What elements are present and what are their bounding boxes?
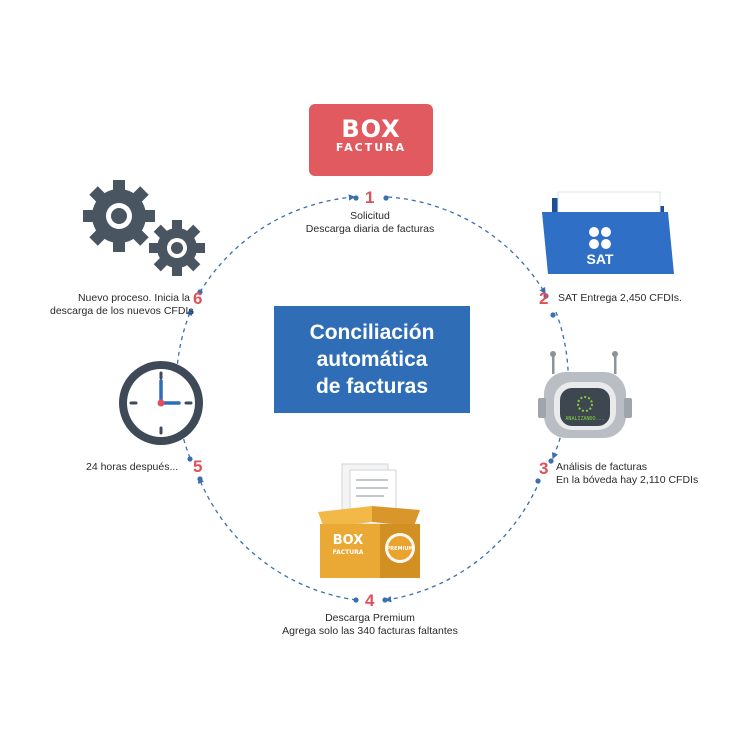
arrow-3-to-4 xyxy=(384,479,541,603)
step-1-line-1: Solicitud xyxy=(350,210,390,222)
arrow-1-to-2 xyxy=(387,196,546,295)
step-1-label: Solicitud Descarga diaria de facturas xyxy=(270,210,470,236)
step-6-number: 6 xyxy=(193,289,203,308)
premium-box-logo-bottom: FACTURA xyxy=(333,549,364,556)
center-title-line-2: automática xyxy=(316,348,428,371)
step-3-line-2: En la bóveda hay 2,110 CFDIs xyxy=(556,474,699,486)
step-3-label: Análisis de facturas En la bóveda hay 2,… xyxy=(556,461,698,487)
step-2-number: 2 xyxy=(539,289,549,308)
step-5-line-1: 24 horas después... xyxy=(86,461,179,473)
step-5-number: 5 xyxy=(193,457,203,476)
step-4-line-2: Agrega solo las 340 facturas faltantes xyxy=(282,625,458,637)
analyzer-text: ANALIZANDO... xyxy=(565,416,604,422)
sat-folder-icon: SAT xyxy=(542,191,674,274)
step-2-line-1: SAT Entrega 2,450 CFDIs. xyxy=(558,292,682,304)
step-2-label: SAT Entrega 2,450 CFDIs. xyxy=(558,292,682,305)
premium-badge: PREMIUM xyxy=(387,546,414,552)
step-3-number: 3 xyxy=(539,459,549,478)
logo-bottom-text: FACTURA xyxy=(335,141,407,154)
clock-icon xyxy=(119,361,203,445)
step-4-label: Descarga Premium Agrega solo las 340 fac… xyxy=(250,612,490,638)
logo-top-text: BOX xyxy=(341,115,401,143)
step-4-number: 4 xyxy=(365,591,375,610)
step-4-line-1: Descarga Premium xyxy=(325,612,415,624)
step-1-number: 1 xyxy=(365,188,375,207)
center-title-box: Conciliación automática de facturas xyxy=(274,306,470,413)
arrow-4-to-5 xyxy=(197,476,357,601)
premium-box-logo-top: BOX xyxy=(333,533,364,548)
step-1-line-2: Descarga diaria de facturas xyxy=(305,223,435,235)
vault-analyzer-icon: ANALIZANDO... xyxy=(538,351,632,438)
step-6-line-1: Nuevo proceso. Inicia la xyxy=(77,292,190,304)
step-3-line-1: Análisis de facturas xyxy=(556,461,648,473)
premium-box-icon: BOX FACTURA PREMIUM xyxy=(318,463,420,578)
step-6-line-2: descarga de los nuevos CFDIs xyxy=(50,305,194,317)
boxfactura-logo: BOX FACTURA xyxy=(309,104,433,176)
step-6-label: Nuevo proceso. Inicia la descarga de los… xyxy=(50,292,194,318)
center-title-line-3: de facturas xyxy=(315,375,429,398)
step-5-label: 24 horas después... xyxy=(86,461,178,474)
gears-icon xyxy=(83,180,205,276)
sat-label: SAT xyxy=(587,251,614,267)
center-title-line-1: Conciliación xyxy=(309,321,435,344)
